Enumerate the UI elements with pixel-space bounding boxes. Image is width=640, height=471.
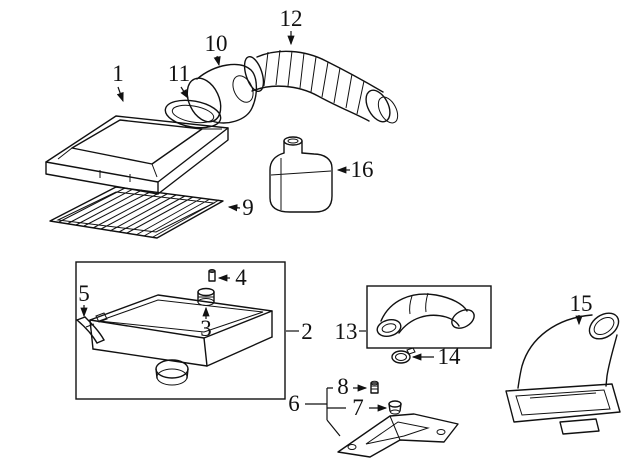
seal-gasket (164, 99, 222, 129)
callout-9: 9 (242, 195, 254, 220)
callout-6: 6 (288, 391, 300, 416)
callout-16: 16 (351, 157, 374, 182)
bolt (370, 380, 379, 394)
callout-12: 12 (280, 6, 303, 31)
leader-lines (80, 31, 583, 437)
air-duct (376, 292, 475, 338)
breather-hose (76, 316, 105, 344)
intake-hose (243, 49, 399, 124)
group-box-lower-housing (75, 261, 286, 400)
callout-7: 7 (352, 395, 364, 420)
callout-14: 14 (438, 344, 462, 369)
air-filter-element (49, 186, 224, 239)
hose-clamp (391, 347, 416, 364)
callout-1: 1 (112, 61, 124, 86)
callout-3: 3 (200, 316, 212, 341)
group-box-air-duct (366, 285, 492, 349)
grommet-small (388, 400, 402, 415)
callout-13: 13 (335, 319, 358, 344)
callout-11: 11 (168, 61, 190, 86)
callout-8: 8 (337, 374, 349, 399)
grommet (197, 287, 215, 306)
callout-15: 15 (570, 291, 593, 316)
callout-2: 2 (301, 319, 313, 344)
air-cleaner-cover (45, 115, 229, 195)
mounting-bracket (337, 413, 459, 458)
resonator-tank (269, 136, 333, 213)
pin (208, 269, 216, 282)
callout-10: 10 (205, 31, 228, 56)
intake-duct (505, 312, 621, 435)
callout-5: 5 (78, 281, 90, 306)
callout-4: 4 (235, 265, 247, 290)
air-cleaner-lower-body (89, 294, 273, 386)
